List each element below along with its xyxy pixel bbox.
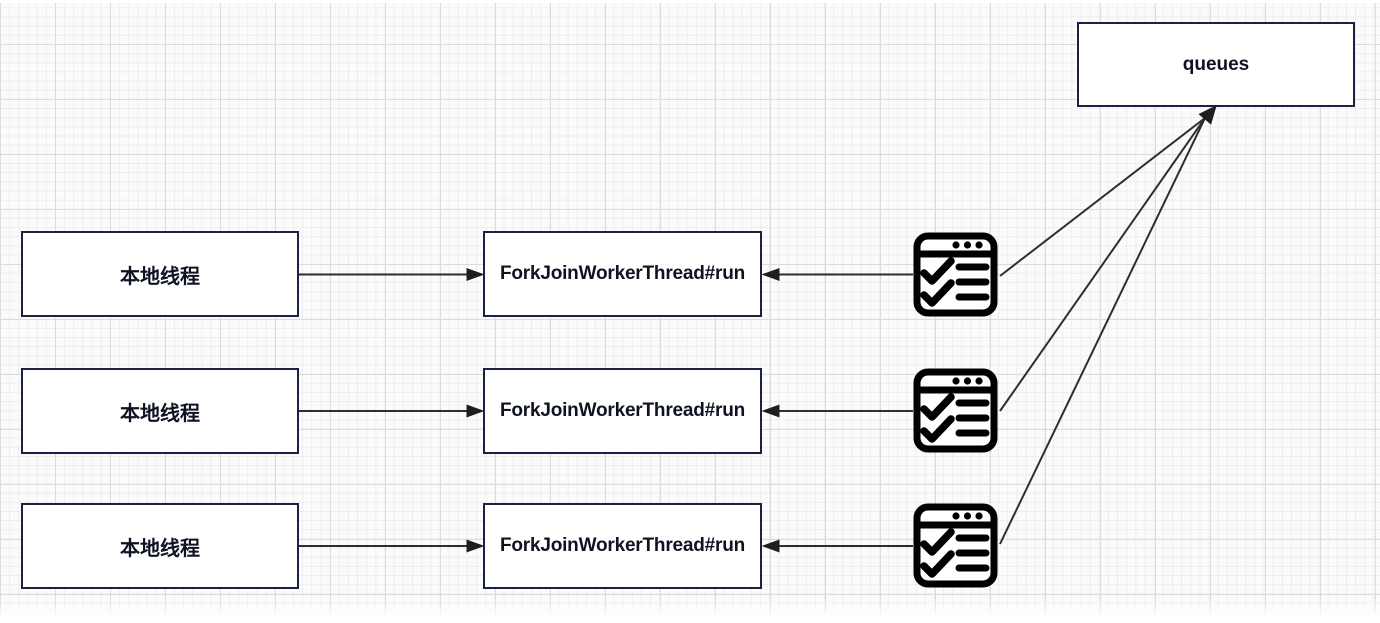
worker-thread-label: ForkJoinWorkerThread#run [499,263,746,284]
arrowhead-right-2 [466,404,485,418]
worker-thread-node-3: ForkJoinWorkerThread#run [483,503,762,589]
worker-thread-label: ForkJoinWorkerThread#run [499,535,746,556]
arrowhead-left-3 [761,539,780,553]
connector-icon-to-queues-2 [999,117,1206,412]
task-list-window-icon [913,232,998,317]
local-thread-node-2: 本地线程 [21,368,299,454]
local-thread-label: 本地线程 [120,265,200,288]
arrowhead-left-1 [761,267,780,282]
local-thread-node-3: 本地线程 [21,503,299,589]
worker-thread-node-2: ForkJoinWorkerThread#run [483,368,762,454]
arrowhead-right-1 [466,267,485,282]
queues-node: queues [1077,22,1355,107]
connector-icon-to-queues-1 [999,117,1206,277]
connector-icon-to-queues-3 [999,117,1206,545]
arrowhead-left-2 [761,404,780,418]
queues-label: queues [1182,53,1250,75]
task-list-window-icon [913,368,998,453]
arrowhead-queues [1198,105,1217,125]
task-list-window-icon [913,503,998,588]
worker-thread-node-1: ForkJoinWorkerThread#run [483,231,762,317]
arrowhead-right-3 [466,539,485,553]
worker-thread-label: ForkJoinWorkerThread#run [499,400,746,421]
local-thread-node-1: 本地线程 [21,231,299,317]
local-thread-label: 本地线程 [120,537,200,560]
local-thread-label: 本地线程 [120,402,200,425]
